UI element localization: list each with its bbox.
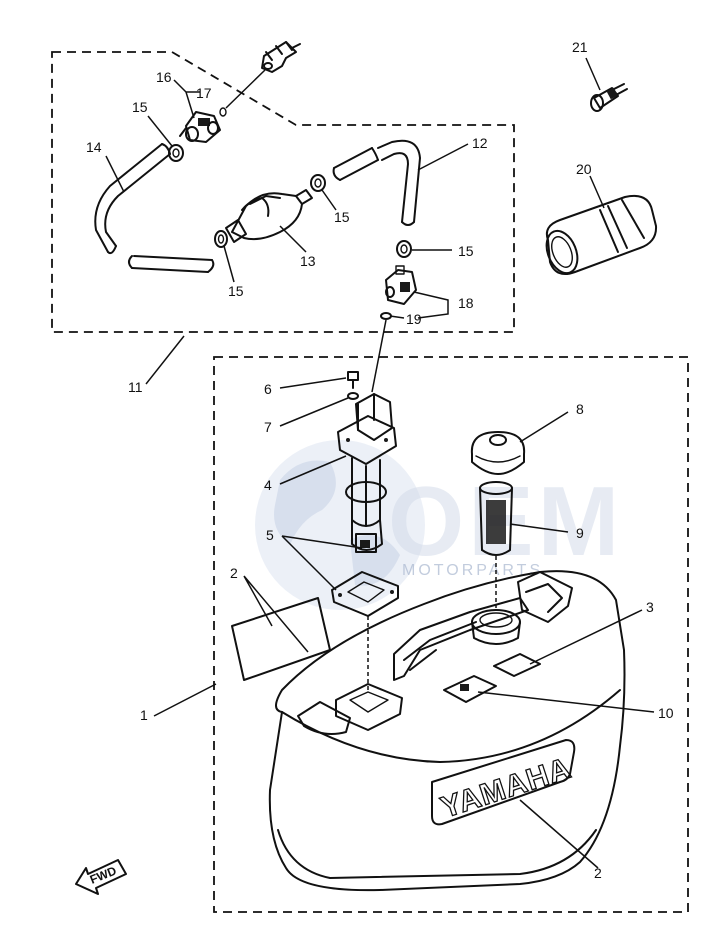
part-9-filter [479,481,513,608]
part-15-clamp-c [310,174,326,192]
leader-lines [105,57,655,869]
part-5-gasket [331,571,399,617]
callout-numbers: 21 20 16 17 15 14 12 15 15 13 15 18 19 1… [86,39,674,881]
part-15-clamp-d [396,240,412,258]
watermark-globe-land [274,460,400,586]
part-14-hose [94,143,215,273]
part-2-label [231,597,331,681]
part-16-joint [179,111,221,143]
callout-8: 8 [576,401,584,417]
part-1-fuel-tank [268,570,626,892]
part-17-connector [219,41,301,117]
part-15-clamp-a [168,144,184,162]
callout-10: 10 [658,705,674,721]
callout-15-c: 15 [334,209,350,225]
part-12-hose [332,139,421,226]
callout-1: 1 [140,707,148,723]
callout-4: 4 [264,477,272,493]
callout-2-label: 2 [230,565,238,581]
callout-2-brand: 2 [594,865,602,881]
part-20-cover [545,194,658,275]
part-6-screw [347,371,359,389]
part-7-washer [347,392,359,400]
callout-7: 7 [264,419,272,435]
part-21-fitting [590,83,628,112]
fwd-arrow-icon: FWD [75,859,127,895]
callout-16: 16 [156,69,172,85]
part-19-oring [380,312,392,320]
callout-11: 11 [128,379,143,395]
part-18-connector [385,265,417,305]
callout-13: 13 [300,253,316,269]
callout-20: 20 [576,161,592,177]
callout-15-b: 15 [228,283,244,299]
fuel-tank-assembly-box [213,356,689,913]
callout-15-d: 15 [458,243,474,259]
callout-15-a: 15 [132,99,148,115]
callout-19: 19 [406,311,422,327]
callout-14: 14 [86,139,102,155]
callout-6: 6 [264,381,272,397]
watermark-subtext: MOTORPARTS [402,562,543,579]
callout-9: 9 [576,525,584,541]
part-8-cap [470,431,526,475]
callout-3: 3 [646,599,654,615]
callout-17: 17 [196,85,212,101]
part-15-clamp-b [214,230,228,248]
callout-21: 21 [572,39,588,55]
callout-18: 18 [458,295,474,311]
fuel-line-assembly-box [51,51,515,333]
fwd-label: FWD [88,863,119,886]
callout-5: 5 [266,527,274,543]
part-13-primer-bulb [225,189,313,243]
tank-brand-text: YAMAHA [437,752,576,825]
watermark: OEM MOTORPARTS [255,440,619,610]
callout-12: 12 [472,135,488,151]
